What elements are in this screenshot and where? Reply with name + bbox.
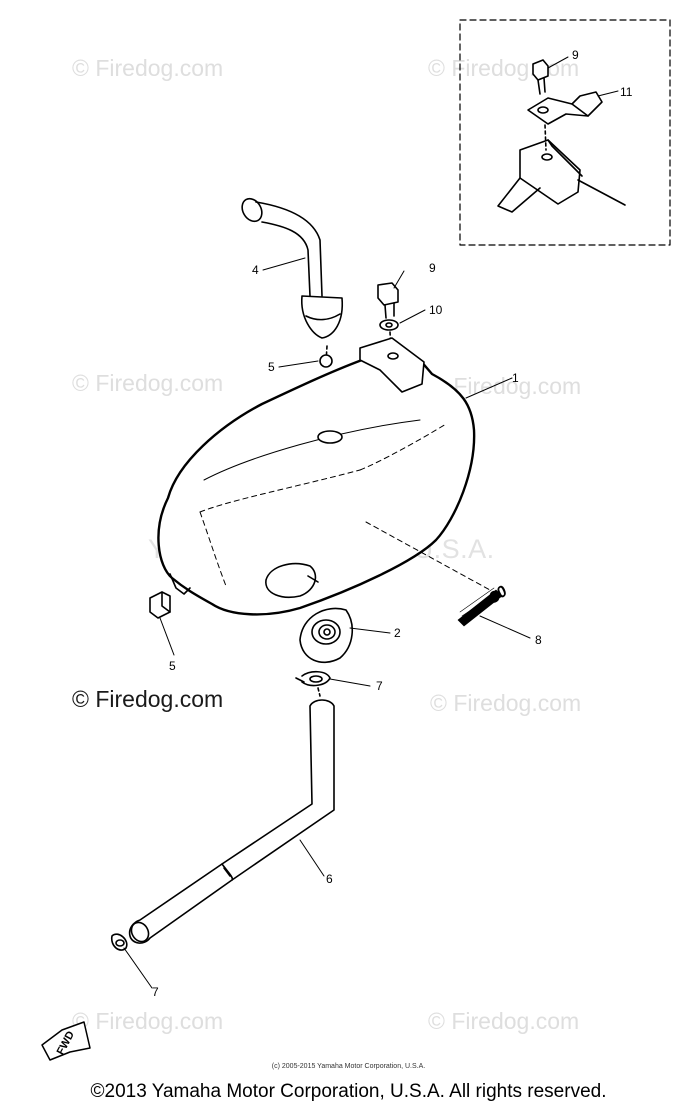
callout-9-inset: 9	[572, 48, 579, 62]
callout-1: 1	[512, 371, 519, 385]
breather-pipe	[241, 197, 344, 363]
callout-5: 5	[169, 659, 176, 673]
part-10-washer	[379, 319, 399, 331]
callout-9: 9	[429, 261, 436, 275]
part-8-decal	[457, 587, 503, 627]
watermark-dark: © Firedog.com	[72, 686, 224, 712]
part-6-fuel-hose	[128, 699, 335, 944]
watermark: © Firedog.com	[72, 1008, 224, 1034]
part-2-fuel-cock	[299, 607, 353, 664]
inset-bracket	[497, 124, 626, 213]
watermark: © Firedog.com	[72, 55, 224, 81]
part-7-hose-clip-upper	[295, 670, 331, 697]
watermark: © Firedog.com	[430, 690, 582, 716]
callout-8: 8	[535, 633, 542, 647]
callout-11: 11	[620, 85, 633, 99]
part-9-bolt	[377, 282, 399, 319]
copyright-small: (c) 2005-2015 Yamaha Motor Corporation, …	[271, 1063, 426, 1070]
inset-bolt	[532, 59, 549, 95]
part-7-hose-clip-lower	[110, 933, 128, 951]
callout-10: 10	[429, 303, 443, 317]
callout-6: 6	[326, 872, 333, 886]
watermark: © Firedog.com	[428, 1008, 580, 1034]
inset-clip	[527, 91, 603, 125]
callout-7: 7	[376, 679, 383, 693]
callout-4: 5	[268, 360, 275, 374]
copyright-main: ©2013 Yamaha Motor Corporation, U.S.A. A…	[90, 1081, 607, 1102]
detail-inset-box	[459, 19, 671, 246]
fuel-tank	[157, 337, 476, 616]
callout-2: 2	[394, 626, 401, 640]
watermark: © Firedog.com	[428, 55, 580, 81]
callout-7-lower: 7	[152, 985, 159, 999]
fwd-arrow	[41, 1021, 91, 1061]
part-4-grommet	[319, 354, 333, 368]
callout-3: 4	[252, 263, 259, 277]
part-5-cap	[149, 591, 171, 619]
watermark: © Firedog.com	[72, 370, 224, 396]
